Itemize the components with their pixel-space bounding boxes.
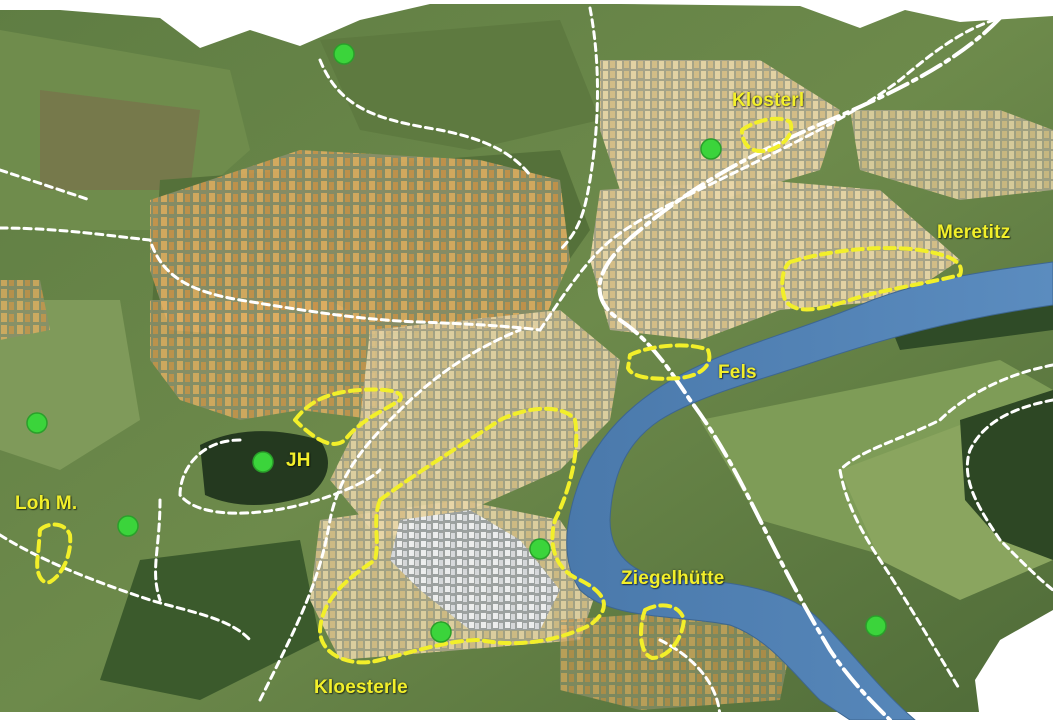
hospital-complex [390, 510, 560, 630]
boundary-west [0, 226, 542, 332]
marker-loh-m[interactable] [117, 515, 139, 537]
town-northeast [850, 110, 1053, 200]
district-boundaries [0, 6, 1053, 720]
outline-klosterl [740, 116, 794, 154]
town-west [150, 300, 400, 420]
outline-ziegelhuette [638, 603, 686, 660]
town-northwest [150, 150, 570, 340]
blank-area-top [0, 0, 1053, 48]
blank-edge-bottom [0, 712, 1053, 720]
boundary-east-loop [838, 363, 1053, 692]
boundary-loop-jh [178, 438, 382, 515]
boundary-south-road [258, 328, 522, 702]
blank-area-right [975, 610, 1053, 720]
boundary-west-mid [154, 498, 162, 602]
marker-jh[interactable] [252, 451, 274, 473]
field-north [320, 20, 600, 150]
town-north-center [600, 60, 840, 200]
boundary-southwest [0, 533, 252, 642]
settlement-west-edge [0, 280, 50, 340]
marker-southeast[interactable] [865, 615, 887, 637]
town-center [330, 310, 620, 540]
boundary-north-center [558, 6, 599, 252]
highlight-outlines [35, 116, 963, 665]
marker-kloesterle[interactable] [430, 621, 452, 643]
outline-loh-m [35, 522, 73, 585]
boundary-west-stub [0, 168, 92, 202]
marker-kloesterle-east[interactable] [529, 538, 551, 560]
marker-klosterl[interactable] [700, 138, 722, 160]
outline-jh [293, 387, 403, 446]
boundary-north-west [318, 58, 532, 177]
town-east [590, 180, 960, 340]
marker-west[interactable] [26, 412, 48, 434]
point-markers [26, 43, 887, 643]
boundary-east-inner [965, 398, 1053, 592]
field-west-striped [40, 90, 200, 190]
marker-north[interactable] [333, 43, 355, 65]
outline-kloesterle [318, 406, 606, 665]
railway-line [597, 16, 1002, 720]
outline-meretitz [780, 246, 963, 312]
boundary-southeast [658, 638, 722, 720]
boundary-center-north [538, 16, 1002, 332]
outline-fels [626, 343, 712, 381]
settlement-southeast [560, 610, 790, 710]
